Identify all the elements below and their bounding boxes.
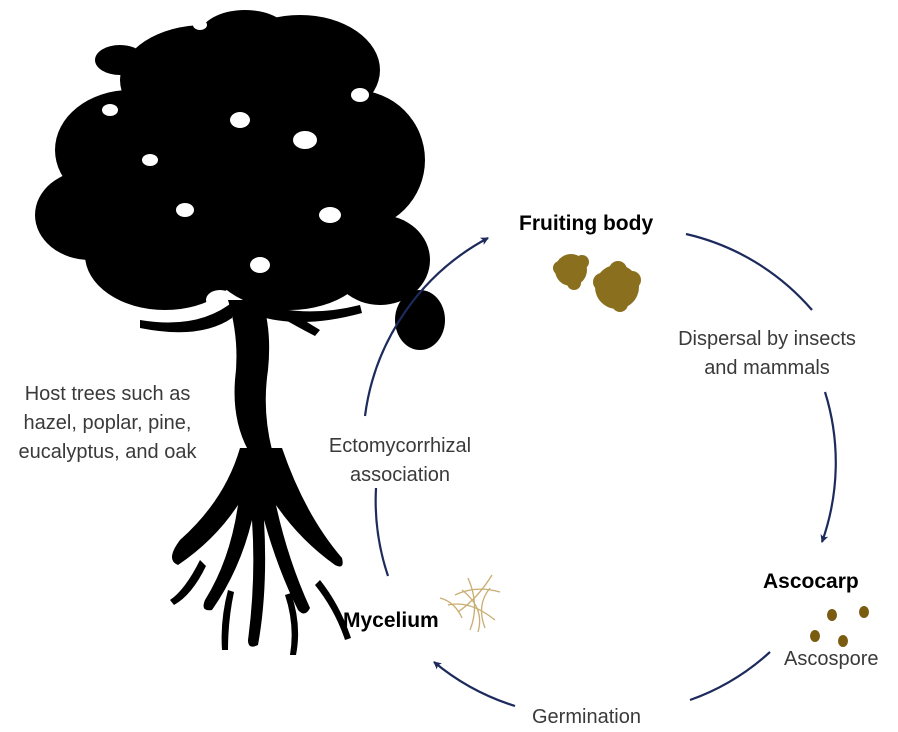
arrow-germination-to-mycelium xyxy=(433,661,516,708)
arrow-mycelium-to-association xyxy=(374,487,390,577)
tree-silhouette-icon xyxy=(35,10,445,655)
arrow-fruiting-to-dispersal xyxy=(685,232,813,311)
cycle-arrows xyxy=(363,232,837,708)
dispersal-line-1: Dispersal by insects xyxy=(678,328,856,350)
mycelium-label: Mycelium xyxy=(343,609,439,632)
host-label-line-2: hazel, poplar, pine, xyxy=(23,412,192,434)
ectomycorrhizal-line-1: Ectomycorrhizal xyxy=(328,435,472,457)
truffle-icon xyxy=(553,254,641,312)
spore-icon xyxy=(810,606,869,647)
ascospore-label: Ascospore xyxy=(784,648,879,670)
host-trees-label: Host trees such as hazel, poplar, pine, … xyxy=(0,380,215,467)
dispersal-label: Dispersal by insects and mammals xyxy=(662,325,872,383)
arrow-dispersal-to-ascocarp xyxy=(820,391,837,543)
ascocarp-label: Ascocarp xyxy=(763,570,859,593)
ectomycorrhizal-line-2: association xyxy=(349,464,451,486)
arrow-ascocarp-to-germination xyxy=(689,651,771,702)
arrow-association-to-fruiting xyxy=(363,237,489,417)
germination-label: Germination xyxy=(532,706,641,728)
mycelium-icon xyxy=(439,574,501,633)
fruiting-body-label: Fruiting body xyxy=(519,212,654,235)
dispersal-line-2: and mammals xyxy=(704,357,830,379)
host-label-line-1: Host trees such as xyxy=(24,383,191,405)
ectomycorrhizal-label: Ectomycorrhizal association xyxy=(300,432,500,490)
host-label-line-3: eucalyptus, and oak xyxy=(18,441,197,463)
